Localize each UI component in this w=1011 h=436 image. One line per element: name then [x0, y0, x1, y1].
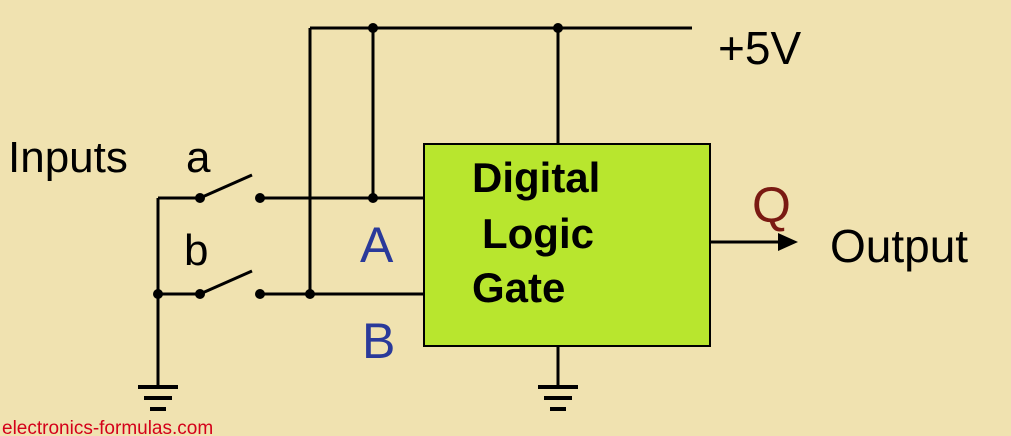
- wires: [156, 26, 778, 385]
- inputs-label: Inputs: [8, 133, 128, 182]
- output-arrow-icon: [778, 233, 798, 251]
- gate-input-a-label: A: [360, 217, 394, 273]
- gate-text-line-1: Digital: [472, 154, 600, 201]
- gate-text-line-2: Logic: [482, 210, 594, 257]
- switch-contact: [255, 289, 265, 299]
- output-q-label: Q: [752, 177, 791, 233]
- output-label: Output: [830, 220, 968, 272]
- input-a-label: a: [186, 133, 211, 182]
- junction-dot: [305, 289, 315, 299]
- switch-b-blade: [199, 269, 253, 296]
- ground-icon: [138, 385, 178, 411]
- ground-icon: [538, 385, 578, 411]
- junctions: [153, 23, 563, 299]
- junction-dot: [553, 23, 563, 33]
- watermark-text: electronics-formulas.com: [2, 418, 213, 436]
- supply-label: +5V: [718, 22, 801, 74]
- logic-gate-box: [423, 143, 711, 347]
- switch-contact: [255, 193, 265, 203]
- switch-contact: [195, 193, 205, 203]
- switch-contact: [195, 289, 205, 299]
- input-b-label: b: [184, 226, 208, 275]
- switches: [199, 173, 253, 296]
- switch-a-blade: [199, 173, 253, 200]
- gate-input-b-label: B: [362, 313, 395, 369]
- junction-dot: [153, 289, 163, 299]
- junction-dot: [368, 193, 378, 203]
- gate-text-line-3: Gate: [472, 264, 565, 311]
- junction-dot: [368, 23, 378, 33]
